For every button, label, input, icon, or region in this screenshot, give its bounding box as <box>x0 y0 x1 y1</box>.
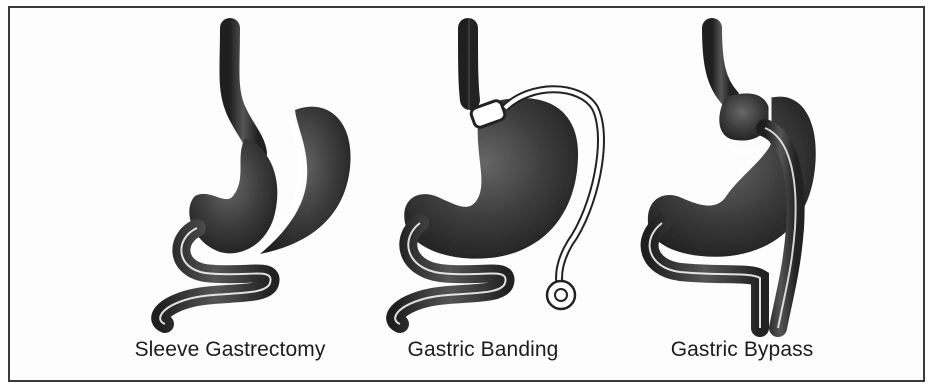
gastric-bypass-illustration <box>620 28 880 328</box>
caption-gastric-bypass: Gastric Bypass <box>602 338 882 362</box>
caption-sleeve-gastrectomy: Sleeve Gastrectomy <box>90 338 370 362</box>
sleeve-gastrectomy-illustration <box>135 28 395 328</box>
caption-gastric-banding: Gastric Banding <box>343 338 623 362</box>
gastric-banding-illustration <box>380 28 640 328</box>
